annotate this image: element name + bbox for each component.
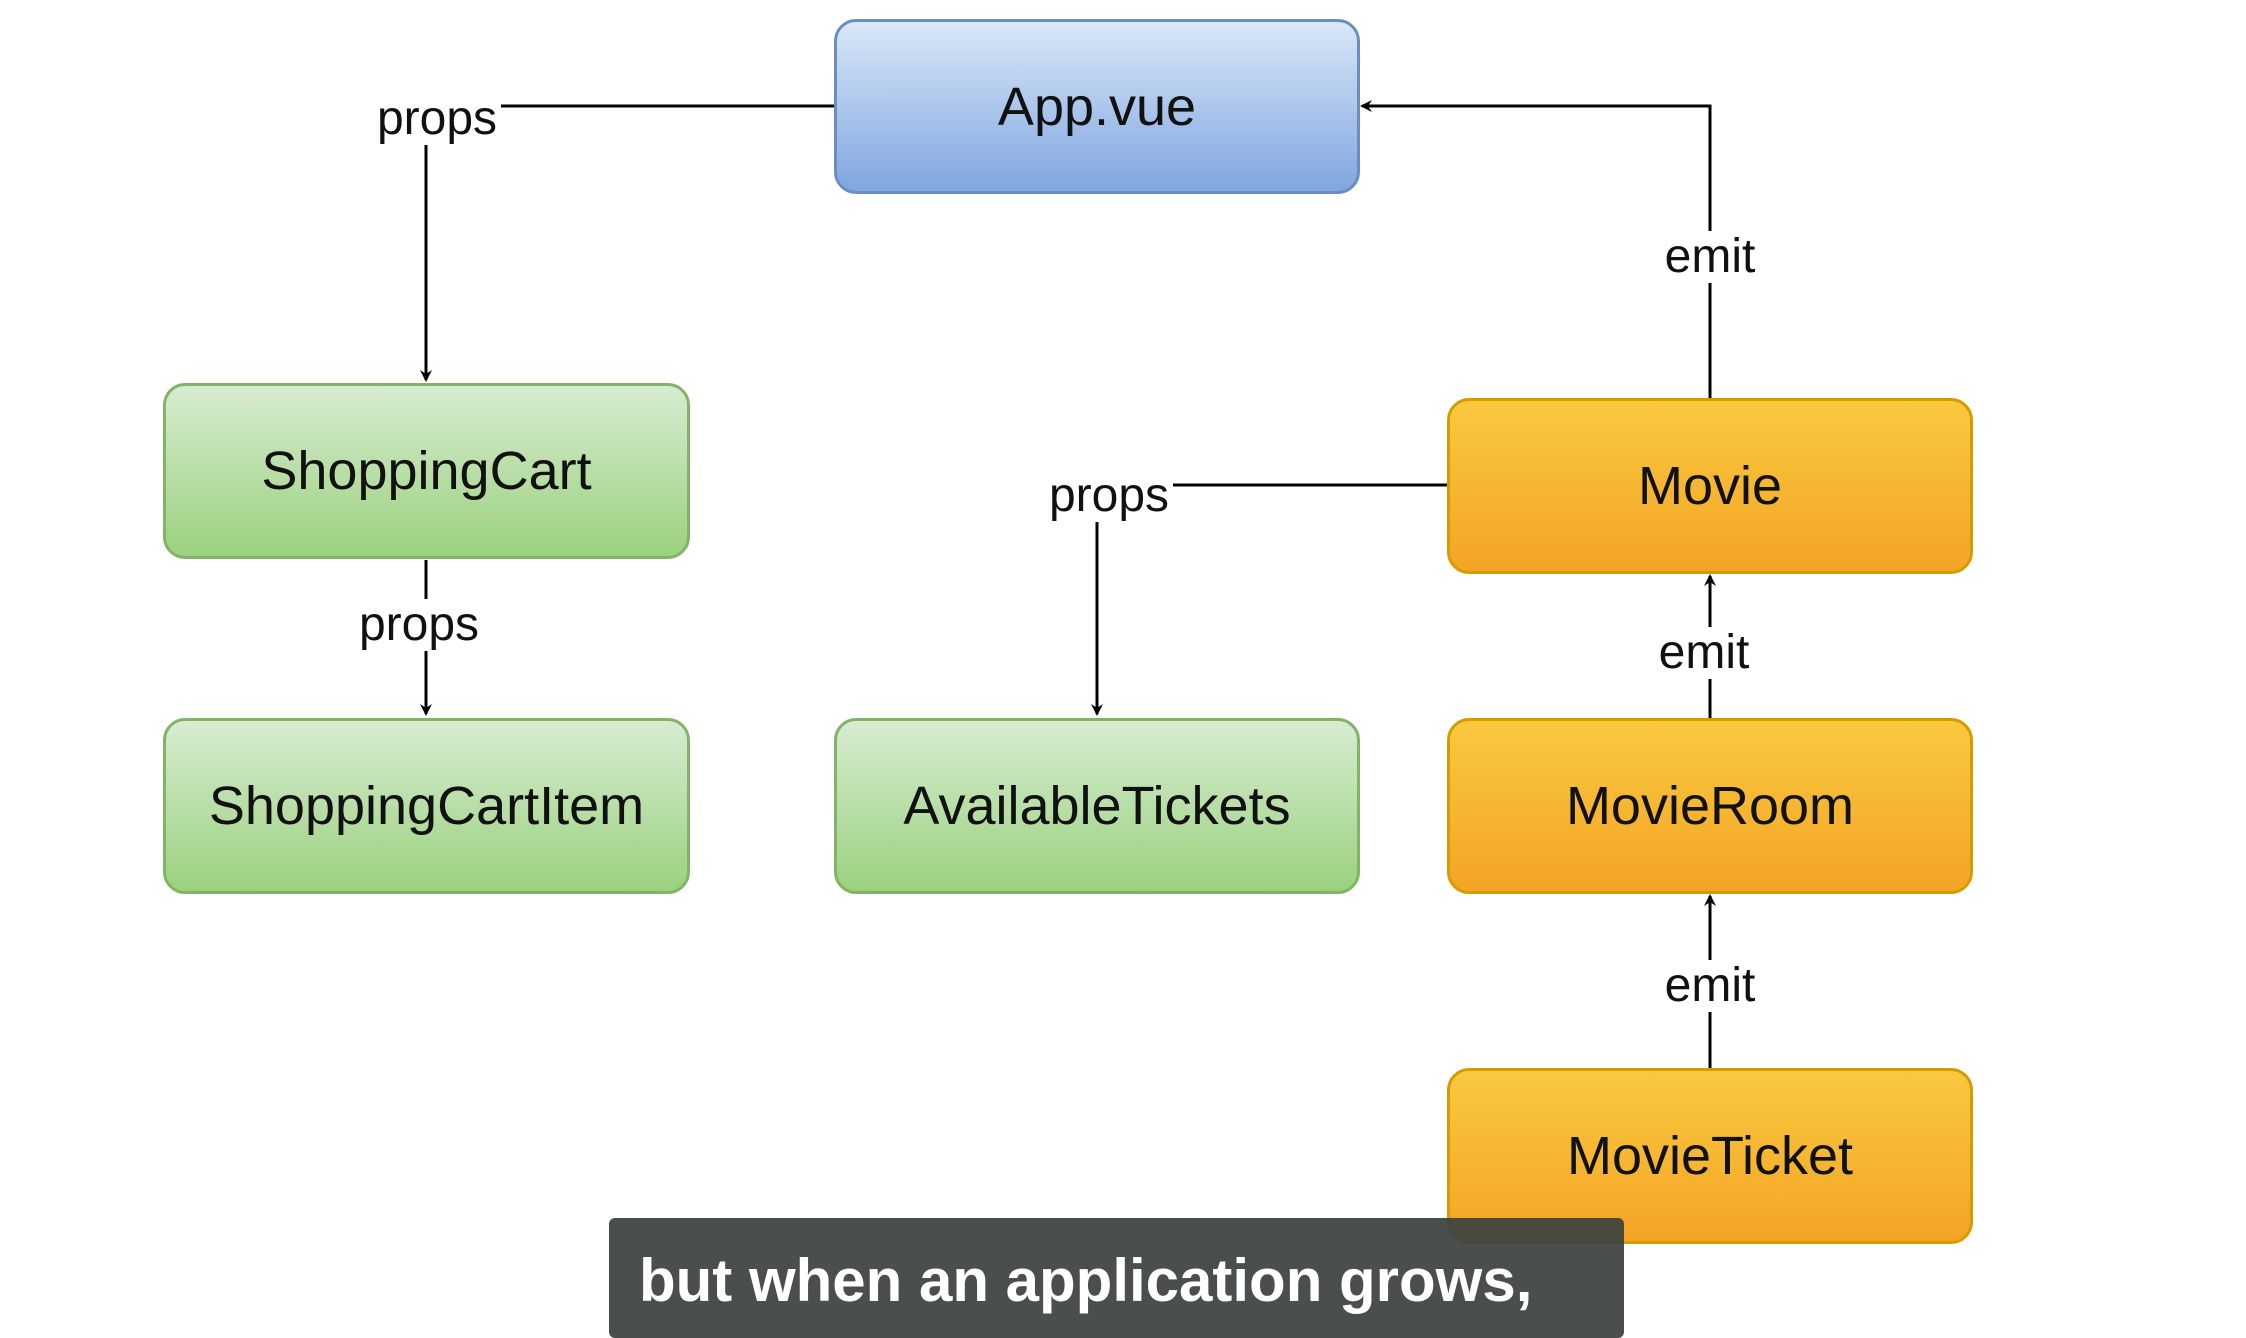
node-shopping-cart-label: ShoppingCart	[261, 441, 592, 501]
edge-label-cart-to-item: props	[354, 599, 484, 651]
node-app-vue: App.vue	[834, 19, 1360, 194]
edge-label-room-to-movie: emit	[1654, 627, 1754, 679]
node-movie-room-label: MovieRoom	[1565, 776, 1855, 836]
edge-label-movie-to-tickets: props	[1044, 470, 1174, 522]
edge-label-movie-to-app: emit	[1660, 231, 1760, 283]
node-movie: Movie	[1447, 398, 1973, 574]
node-movie-ticket-label: MovieTicket	[1566, 1126, 1854, 1186]
node-available-tickets-label: AvailableTickets	[903, 776, 1291, 836]
node-movie-room: MovieRoom	[1447, 718, 1973, 894]
node-available-tickets: AvailableTickets	[834, 718, 1360, 894]
edge-label-ticket-to-room: emit	[1660, 960, 1760, 1012]
edge-label-app-to-cart: props	[372, 93, 502, 145]
edge-app-to-shopping-cart	[420, 104, 834, 382]
node-shopping-cart-item: ShoppingCartItem	[163, 718, 690, 894]
node-movie-ticket: MovieTicket	[1447, 1068, 1973, 1244]
subtitle-caption-text: but when an application grows,	[639, 1247, 1533, 1314]
subtitle-caption: but when an application grows,	[609, 1218, 1624, 1338]
node-movie-label: Movie	[1637, 456, 1783, 516]
node-app-vue-label: App.vue	[997, 76, 1197, 137]
node-shopping-cart: ShoppingCart	[163, 383, 690, 559]
edge-movie-to-app	[1360, 100, 1712, 398]
node-shopping-cart-item-label: ShoppingCartItem	[208, 776, 645, 836]
